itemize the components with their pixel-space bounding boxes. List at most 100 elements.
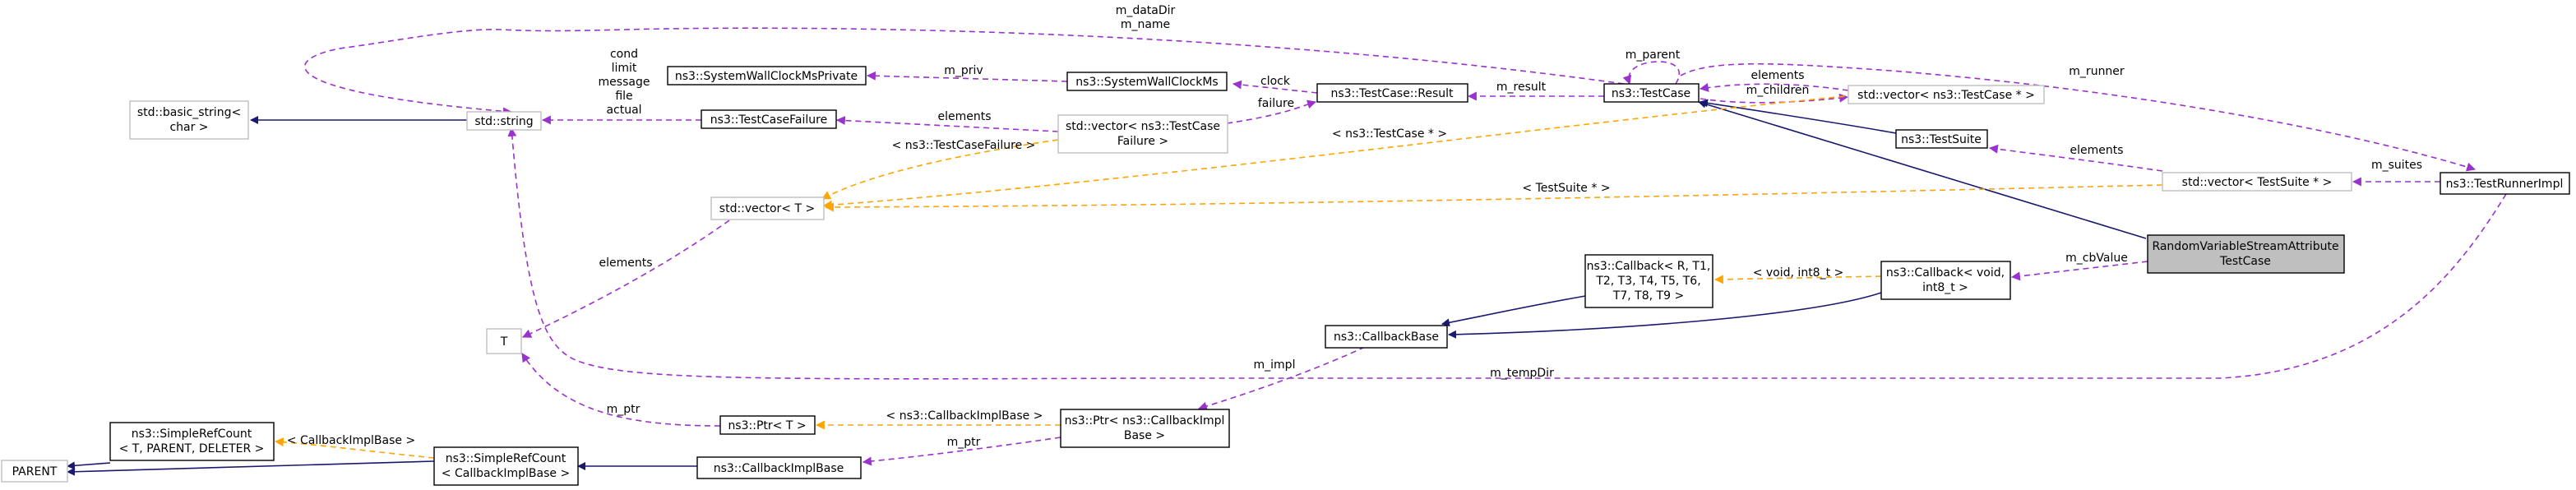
label-tcptr-template: < ns3::TestCase * > bbox=[1332, 127, 1447, 141]
node-callback-void-int8[interactable]: ns3::Callback< void, int8_t > bbox=[1880, 261, 2011, 300]
svg-text:ns3::CallbackImplBase: ns3::CallbackImplBase bbox=[714, 462, 844, 475]
edge-t-from-vector-elements bbox=[522, 220, 730, 338]
label-m-suites: m_suites bbox=[2371, 159, 2422, 172]
label-m-cbValue: m_cbValue bbox=[2065, 252, 2128, 265]
edge-result-from-vector-failure bbox=[1226, 99, 1317, 124]
node-callback-template[interactable]: ns3::Callback< R, T1, T2, T3, T4, T5, T6… bbox=[1584, 254, 1713, 308]
svg-text:T2, T3, T4, T5, T6,: T2, T3, T4, T5, T6, bbox=[1595, 275, 1700, 288]
label-elements-t: elements bbox=[599, 257, 652, 270]
svg-text:< T, PARENT, DELETER >: < T, PARENT, DELETER > bbox=[119, 442, 265, 455]
svg-text:ns3::Ptr< ns3::CallbackImpl: ns3::Ptr< ns3::CallbackImpl bbox=[1065, 414, 1225, 428]
svg-text:ns3::TestSuite: ns3::TestSuite bbox=[1901, 133, 1982, 146]
label-m-name: m_name bbox=[1121, 18, 1170, 31]
node-simple-ref-count-callback-impl-base[interactable]: ns3::SimpleRefCount < CallbackImplBase > bbox=[433, 446, 579, 486]
edge-t-from-ptr-t bbox=[521, 353, 721, 427]
svg-text:Failure >: Failure > bbox=[1117, 135, 1168, 148]
node-vector-test-case-ptr[interactable]: std::vector< ns3::TestCase * > bbox=[1848, 85, 2045, 104]
svg-text:std::string: std::string bbox=[474, 115, 533, 128]
node-std-string[interactable]: std::string bbox=[466, 111, 542, 131]
label-m-children: m_children bbox=[1746, 84, 1810, 97]
label-m-ptr-t: m_ptr bbox=[607, 403, 641, 416]
edge-test-suite-to-test-case bbox=[1700, 99, 1897, 134]
svg-text:T: T bbox=[500, 335, 508, 349]
edge-simple-ref-count-t-to-parent bbox=[67, 461, 111, 470]
node-test-case[interactable]: ns3::TestCase bbox=[1603, 83, 1700, 103]
label-m-tempDir: m_tempDir bbox=[1490, 367, 1554, 380]
node-vector-t[interactable]: std::vector< T > bbox=[710, 196, 825, 220]
edge-callback-void-to-callback-base bbox=[1448, 292, 1882, 339]
label-m-result: m_result bbox=[1496, 81, 1547, 94]
node-system-wall-clock-ms-private[interactable]: ns3::SystemWallClockMsPrivate bbox=[667, 66, 867, 86]
label-tsptr-template: < TestSuite * > bbox=[1522, 182, 1610, 195]
node-test-runner-impl[interactable]: ns3::TestRunnerImpl bbox=[2440, 172, 2570, 195]
label-void-int8-template: < void, int8_t > bbox=[1753, 266, 1844, 280]
svg-text:char >: char > bbox=[169, 121, 208, 134]
svg-text:std::vector< T >: std::vector< T > bbox=[719, 202, 815, 215]
edge-runner-from-test-case bbox=[1680, 62, 2477, 172]
label-failure: failure bbox=[1258, 97, 1294, 110]
label-tcfailure-template: < ns3::TestCaseFailure > bbox=[892, 139, 1036, 152]
node-ptr-t[interactable]: ns3::Ptr< T > bbox=[719, 415, 816, 435]
edge-callback-base-from-ptr-impl bbox=[1197, 346, 1366, 411]
edge-string-from-test-case-dataDir bbox=[303, 27, 1625, 117]
edge-test-case-self-parent bbox=[1622, 61, 1681, 86]
svg-text:std::vector< TestSuite * >: std::vector< TestSuite * > bbox=[2182, 176, 2333, 189]
edge-simple-ref-count-cb-to-parent bbox=[67, 460, 435, 476]
svg-text:ns3::SimpleRefCount: ns3::SimpleRefCount bbox=[132, 428, 252, 441]
node-std-basic-string[interactable]: std::basic_string< char > bbox=[129, 100, 249, 140]
svg-text:ns3::Ptr< T >: ns3::Ptr< T > bbox=[728, 419, 806, 432]
edge-vector-t-to-vector-testcase bbox=[822, 95, 1855, 210]
svg-text:ns3::TestRunnerImpl: ns3::TestRunnerImpl bbox=[2446, 178, 2564, 191]
node-simple-ref-count-t[interactable]: ns3::SimpleRefCount < T, PARENT, DELETER… bbox=[109, 422, 275, 461]
edge-test-case-failure-from-vector bbox=[835, 116, 1059, 132]
edge-sys-wall-from-result-clock bbox=[1232, 80, 1318, 94]
edge-rv-stream-to-test-case bbox=[1698, 99, 2147, 239]
svg-text:ns3::TestCase::Result: ns3::TestCase::Result bbox=[1330, 87, 1454, 100]
node-callback-base[interactable]: ns3::CallbackBase bbox=[1325, 325, 1448, 349]
edge-callback-void-from-rv-stream bbox=[2010, 261, 2148, 281]
svg-text:< CallbackImplBase >: < CallbackImplBase > bbox=[442, 467, 570, 480]
edge-vector-testcase-from-test-case-children bbox=[1700, 93, 1849, 104]
svg-text:T7, T8, T9 >: T7, T8, T9 > bbox=[1612, 289, 1684, 303]
node-test-case-result[interactable]: ns3::TestCase::Result bbox=[1316, 83, 1468, 103]
label-elements-suite: elements bbox=[2070, 144, 2123, 157]
node-test-case-failure[interactable]: ns3::TestCaseFailure bbox=[701, 109, 837, 129]
label-clock: clock bbox=[1260, 75, 1291, 88]
label-elements-failure: elements bbox=[937, 110, 991, 123]
edge-callback-template-to-callback-base bbox=[1441, 295, 1586, 327]
node-test-suite[interactable]: ns3::TestSuite bbox=[1895, 129, 1988, 149]
svg-text:ns3::SimpleRefCount: ns3::SimpleRefCount bbox=[446, 452, 567, 465]
svg-text:Base >: Base > bbox=[1124, 429, 1165, 442]
node-system-wall-clock-ms[interactable]: ns3::SystemWallClockMs bbox=[1066, 72, 1228, 91]
node-parent[interactable]: PARENT bbox=[1, 460, 68, 483]
svg-text:std::vector< ns3::TestCase: std::vector< ns3::TestCase bbox=[1066, 120, 1220, 133]
label-cbimplbase-template: < CallbackImplBase > bbox=[287, 434, 415, 447]
svg-text:int8_t >: int8_t > bbox=[1922, 281, 1968, 294]
edge-string-from-runner-tempdir bbox=[507, 127, 2507, 380]
svg-text:ns3::SystemWallClockMsPrivate: ns3::SystemWallClockMsPrivate bbox=[675, 70, 858, 83]
label-cbimpl-template: < ns3::CallbackImplBase > bbox=[886, 409, 1043, 423]
svg-text:PARENT: PARENT bbox=[12, 465, 58, 478]
edge-vector-t-to-vector-testsuite bbox=[824, 184, 2163, 212]
edge-vector-t-to-vector-failure bbox=[821, 139, 1059, 200]
svg-text:RandomVariableStreamAttribute: RandomVariableStreamAttribute bbox=[2152, 240, 2338, 253]
node-vector-test-suite-ptr[interactable]: std::vector< TestSuite * > bbox=[2162, 172, 2352, 192]
label-message: message bbox=[599, 76, 650, 89]
node-ptr-callback-impl-base[interactable]: ns3::Ptr< ns3::CallbackImpl Base > bbox=[1060, 409, 1230, 448]
node-random-variable-stream-attribute-test-case[interactable]: RandomVariableStreamAttribute TestCase bbox=[2147, 234, 2345, 274]
node-t[interactable]: T bbox=[486, 328, 522, 354]
svg-text:ns3::Callback< void,: ns3::Callback< void, bbox=[1886, 266, 2005, 280]
node-callback-impl-base[interactable]: ns3::CallbackImplBase bbox=[696, 456, 862, 479]
svg-text:ns3::TestCase: ns3::TestCase bbox=[1612, 87, 1690, 100]
label-file: file bbox=[615, 90, 632, 103]
label-m-ptr-cb: m_ptr bbox=[947, 436, 981, 449]
label-cond: cond bbox=[610, 48, 638, 61]
svg-text:ns3::TestCaseFailure: ns3::TestCaseFailure bbox=[710, 113, 827, 127]
edge-callback-template-to-void bbox=[1713, 275, 1882, 284]
label-limit: limit bbox=[612, 62, 637, 75]
svg-text:std::basic_string<: std::basic_string< bbox=[137, 106, 241, 119]
label-m-runner: m_runner bbox=[2069, 65, 2125, 78]
svg-text:TestCase: TestCase bbox=[2219, 255, 2271, 268]
node-vector-test-case-failure[interactable]: std::vector< ns3::TestCase Failure > bbox=[1057, 114, 1228, 154]
